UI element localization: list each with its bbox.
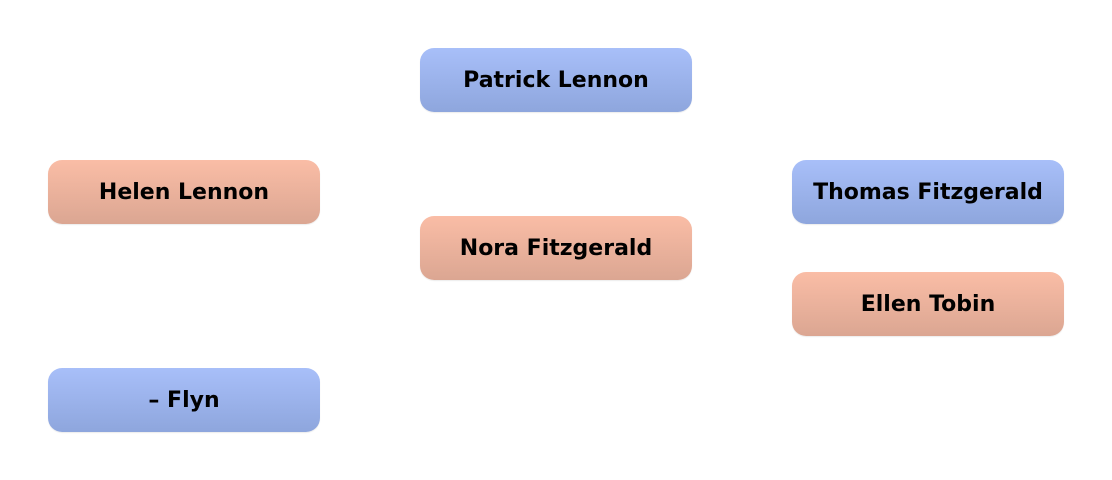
person-name: Patrick Lennon — [463, 67, 649, 93]
person-node-flyn[interactable]: – Flyn — [48, 368, 320, 432]
person-name: Nora Fitzgerald — [459, 235, 653, 261]
person-name: Helen Lennon — [98, 179, 270, 205]
person-node-nora-fitzgerald[interactable]: Nora Fitzgerald — [420, 216, 692, 280]
person-node-patrick-lennon[interactable]: Patrick Lennon — [420, 48, 692, 112]
person-node-ellen-tobin[interactable]: Ellen Tobin — [792, 272, 1064, 336]
person-node-helen-lennon[interactable]: Helen Lennon — [48, 160, 320, 224]
person-name: Ellen Tobin — [860, 291, 996, 317]
person-name: – Flyn — [148, 387, 220, 413]
person-node-thomas-fitzgerald[interactable]: Thomas Fitzgerald — [792, 160, 1064, 224]
person-name: Thomas Fitzgerald — [813, 179, 1043, 205]
